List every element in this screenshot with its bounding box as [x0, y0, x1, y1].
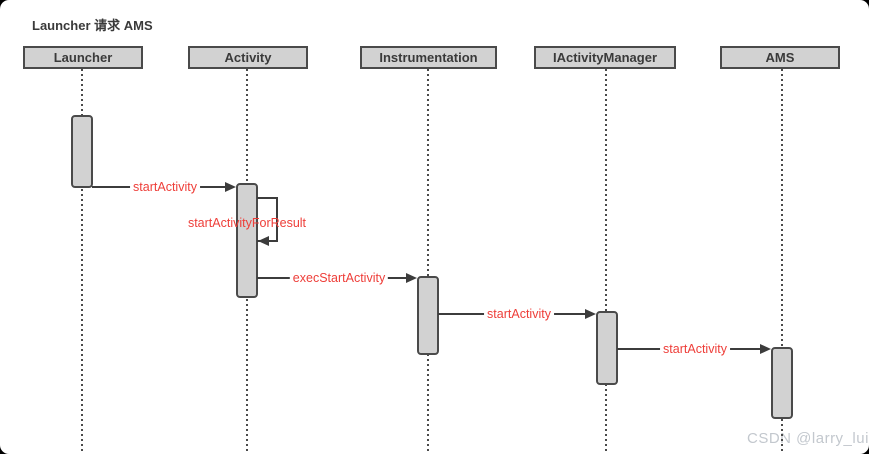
actor-box-launcher: Launcher	[23, 46, 143, 69]
message-label-startactivity-1: startActivity	[130, 180, 200, 194]
arrowhead-icon	[225, 182, 236, 192]
activation-bar-instrumentation	[417, 276, 439, 355]
lifeline-instrumentation	[427, 69, 429, 451]
message-label-execstartactivity: execStartActivity	[289, 271, 389, 285]
activation-bar-launcher	[71, 115, 93, 188]
arrowhead-icon	[258, 236, 269, 246]
message-label-startactivityforresult: startActivityForResult	[187, 216, 307, 230]
arrowhead-icon	[406, 273, 417, 283]
lifeline-ams	[781, 69, 783, 451]
diagram-title: Launcher 请求 AMS	[32, 18, 153, 33]
activation-bar-activity	[236, 183, 258, 298]
activation-bar-ams	[771, 347, 793, 419]
activation-bar-iactivitymanager	[596, 311, 618, 385]
actor-box-ams: AMS	[720, 46, 840, 69]
lifeline-iactivitymanager	[605, 69, 607, 451]
message-label-startactivity-2: startActivity	[484, 307, 554, 321]
lifeline-launcher	[81, 69, 83, 451]
arrowhead-icon	[585, 309, 596, 319]
watermark: CSDN @larry_lui	[747, 430, 869, 447]
actor-box-activity: Activity	[188, 46, 308, 69]
actor-box-instrumentation: Instrumentation	[360, 46, 497, 69]
actor-box-iactivitymanager: IActivityManager	[534, 46, 676, 69]
message-label-startactivity-3: startActivity	[660, 342, 730, 356]
arrowhead-icon	[760, 344, 771, 354]
